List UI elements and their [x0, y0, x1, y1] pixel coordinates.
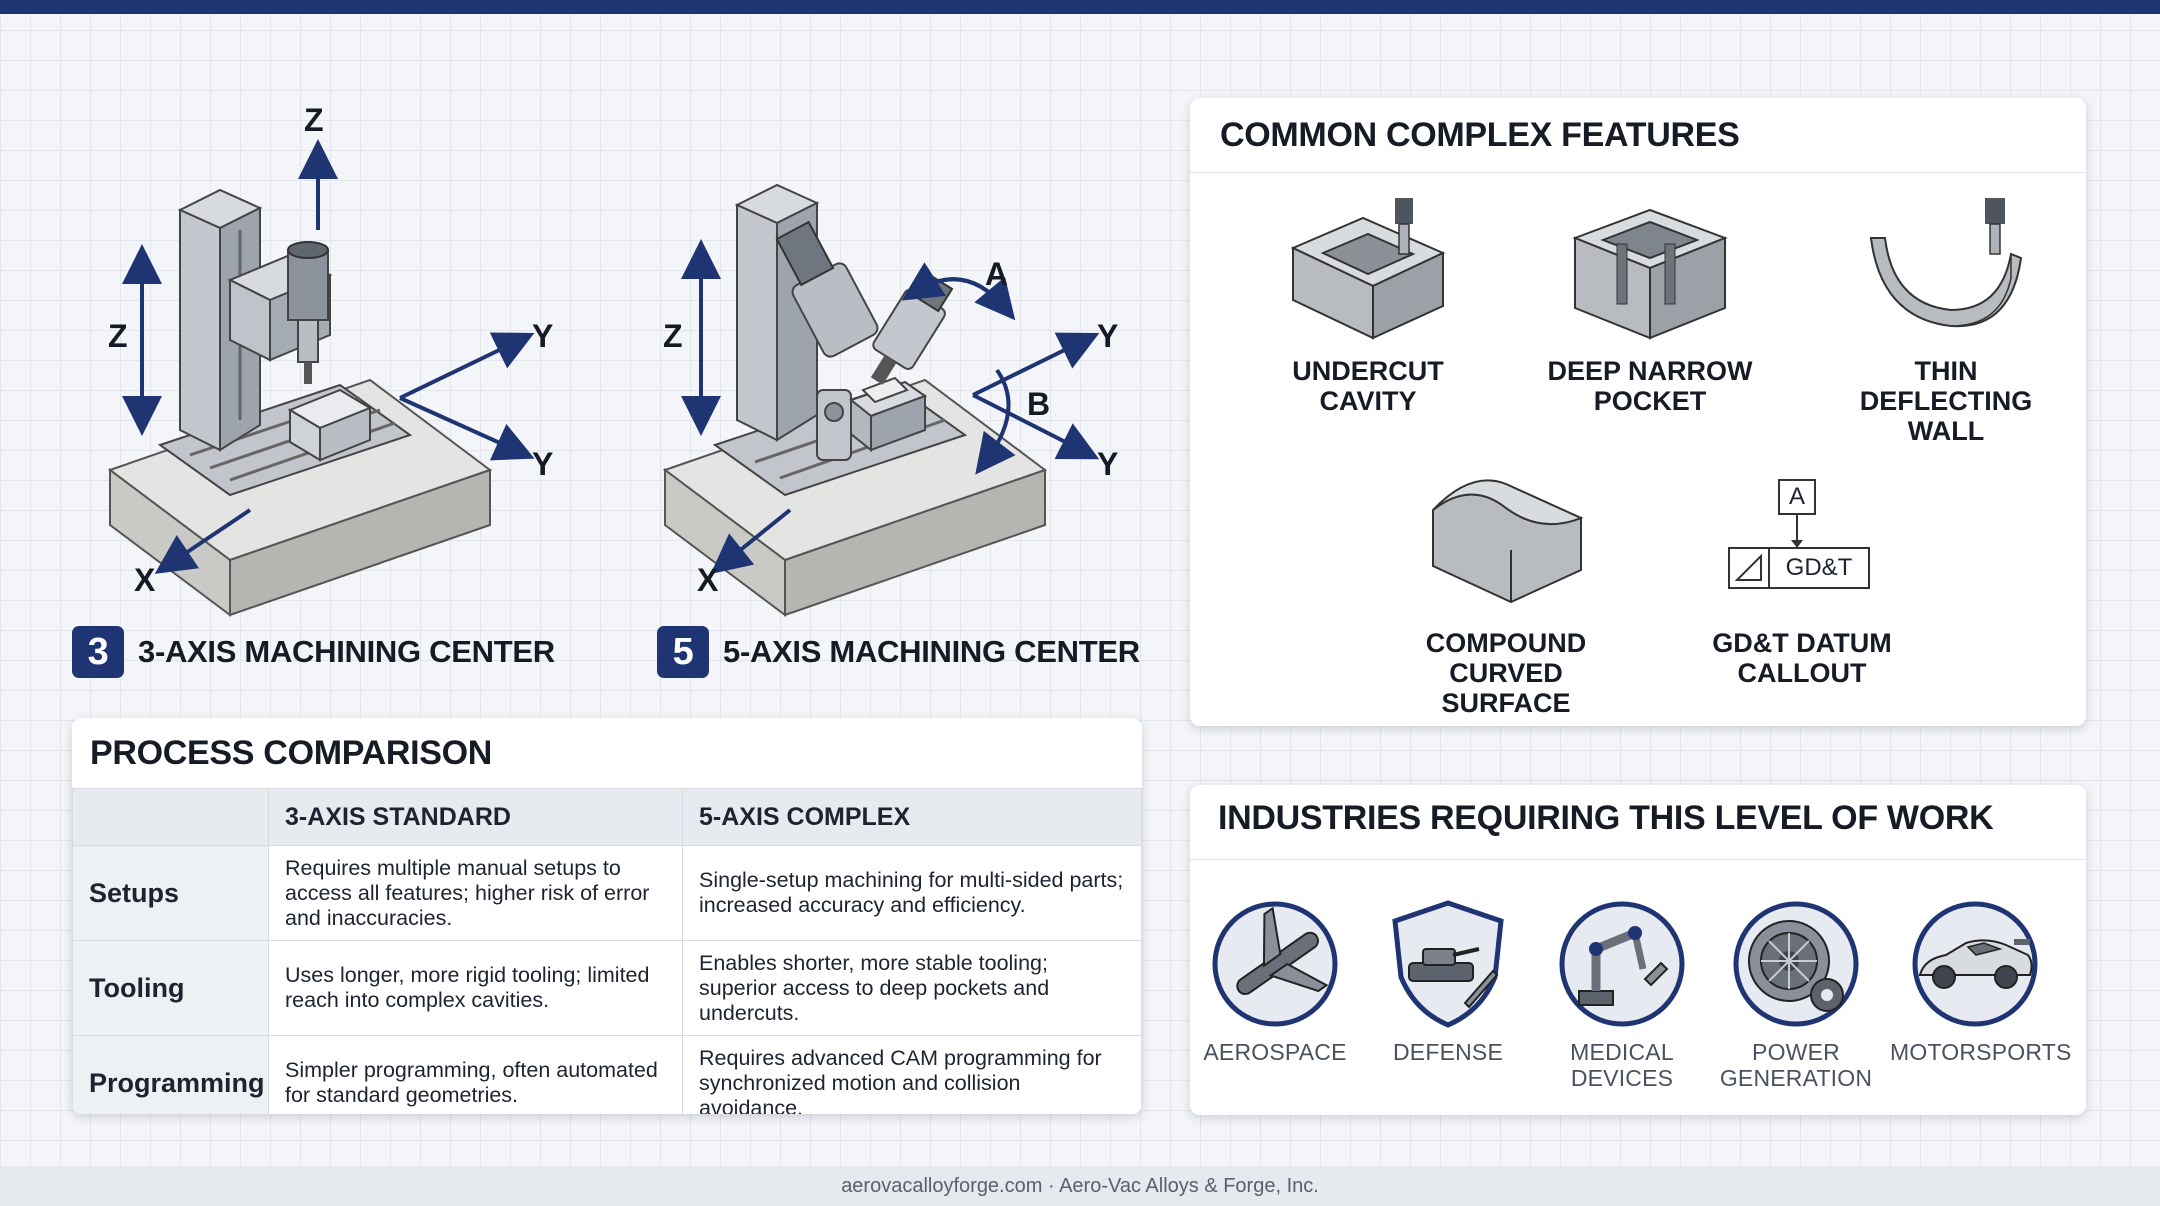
feature-undercut-cavity: UNDERCUT CAVITY — [1248, 198, 1488, 416]
cell-tooling-3-axis: Uses longer, more rigid tooling; limited… — [268, 940, 683, 1036]
feature-label-line2: WALL — [1907, 416, 1985, 446]
cell-setups-3-axis: Requires multiple manual setups to acces… — [268, 845, 683, 941]
industries-title: INDUSTRIES REQUIRING THIS LEVEL OF WORK — [1218, 799, 1994, 837]
five-axis-machine-illustration: Z A B Y Y X — [645, 90, 1165, 630]
top-accent-bar — [0, 0, 2160, 14]
axis-label-x: X — [134, 562, 156, 598]
axis-label-y-upper: Y — [532, 318, 554, 354]
feature-deep-narrow-pocket: DEEP NARROW POCKET — [1530, 198, 1770, 416]
feature-label-line1: GD&T DATUM — [1712, 628, 1892, 658]
axis-label-b: B — [1027, 386, 1051, 422]
row-label-programming: Programming — [72, 1035, 269, 1114]
industry-medical-devices: MEDICAL DEVICES — [1537, 899, 1707, 1091]
feature-label-line2: POCKET — [1593, 386, 1707, 416]
industry-label-line1: MOTORSPORTS — [1890, 1039, 2072, 1065]
industries-card: INDUSTRIES REQUIRING THIS LEVEL OF WORK … — [1190, 785, 2086, 1115]
three-axis-badge: 3 — [72, 626, 124, 678]
process-comparison-title: PROCESS COMPARISON — [90, 734, 493, 772]
motorsports-icon — [1912, 901, 2038, 1027]
industry-motorsports: MOTORSPORTS — [1890, 899, 2072, 1065]
three-axis-title: 3-AXIS MACHINING CENTER — [138, 634, 555, 669]
power-generation-icon — [1733, 901, 1859, 1027]
table-row: Setups Requires multiple manual setups t… — [72, 845, 1142, 941]
cell-setups-5-axis: Single-setup machining for multi-sided p… — [682, 845, 1142, 941]
feature-gdt-datum-callout: A GD&T GD&T DATUM CALLOUT — [1682, 470, 1922, 688]
row-label-tooling: Tooling — [72, 940, 269, 1036]
feature-thin-deflecting-wall: THIN DEFLECTING WALL — [1826, 198, 2066, 446]
axis-label-z-top: Z — [304, 102, 324, 138]
axis-label-y-upper-5: Y — [1097, 318, 1119, 354]
table-row: Programming Simpler programming, often a… — [72, 1035, 1142, 1114]
industry-defense: DEFENSE — [1363, 899, 1533, 1065]
five-axis-title: 5-AXIS MACHINING CENTER — [723, 634, 1140, 669]
industry-label-line1: DEFENSE — [1392, 1039, 1504, 1065]
datum-letter: A — [1788, 483, 1805, 510]
undercut-cavity-icon — [1290, 198, 1446, 340]
thin-wall-icon — [1869, 198, 2023, 328]
industries-divider — [1190, 859, 2086, 860]
axis-label-y-lower: Y — [532, 446, 554, 482]
complex-features-card: COMMON COMPLEX FEATURES UNDERCUT CAVITY … — [1190, 98, 2086, 726]
feature-label-line1: UNDERCUT — [1292, 356, 1444, 386]
features-divider — [1190, 172, 2086, 173]
process-comparison-table: 3-AXIS STANDARD 5-AXIS COMPLEX Setups Re… — [72, 788, 1142, 1114]
industry-label-line2: DEVICES — [1570, 1065, 1674, 1091]
feature-compound-curved-surface: COMPOUND CURVED SURFACE — [1386, 470, 1626, 718]
cell-tooling-5-axis: Enables shorter, more stable tooling; su… — [682, 940, 1142, 1036]
industry-aerospace: AEROSPACE — [1190, 899, 1360, 1065]
feature-label-line1: COMPOUND — [1425, 628, 1587, 658]
industry-label-line2: GENERATION — [1719, 1065, 1873, 1091]
table-row: Tooling Uses longer, more rigid tooling;… — [72, 940, 1142, 1036]
axis-label-a: A — [985, 256, 1009, 292]
feature-label-line1: DEEP NARROW — [1547, 356, 1753, 386]
footer-credit: aerovacalloyforge.com · Aero-Vac Alloys … — [0, 1166, 2160, 1206]
feature-label-line1: THIN DEFLECTING — [1859, 356, 2033, 416]
feature-label-line2: CURVED SURFACE — [1441, 658, 1571, 718]
medical-devices-icon — [1559, 901, 1685, 1027]
feature-label-line2: CALLOUT — [1737, 658, 1867, 688]
cell-programming-5-axis: Requires advanced CAM programming for sy… — [682, 1035, 1142, 1114]
aerospace-icon — [1212, 901, 1338, 1027]
table-corner — [72, 788, 269, 846]
column-header-3-axis: 3-AXIS STANDARD — [268, 788, 683, 846]
cell-programming-3-axis: Simpler programming, often automated for… — [268, 1035, 683, 1114]
axis-label-z-side-5: Z — [663, 318, 683, 354]
axis-label-z-side: Z — [108, 318, 128, 354]
gdt-frame-text: GD&T — [1785, 554, 1853, 581]
gdt-callout-icon: A GD&T — [1717, 470, 1887, 620]
industry-label-line1: MEDICAL — [1570, 1039, 1674, 1065]
curved-surface-icon — [1432, 479, 1584, 604]
axis-label-x-5: X — [697, 562, 719, 598]
deep-pocket-icon — [1572, 208, 1728, 340]
axis-label-y-lower-5: Y — [1097, 446, 1119, 482]
row-label-setups: Setups — [72, 845, 269, 941]
five-axis-caption: 5 5-AXIS MACHINING CENTER — [657, 626, 1140, 678]
defense-icon — [1392, 900, 1504, 1028]
complex-features-title: COMMON COMPLEX FEATURES — [1220, 116, 1740, 154]
three-axis-caption: 3 3-AXIS MACHINING CENTER — [72, 626, 555, 678]
industry-label-line1: AEROSPACE — [1203, 1039, 1347, 1065]
feature-label-line2: CAVITY — [1319, 386, 1417, 416]
column-header-5-axis: 5-AXIS COMPLEX — [682, 788, 1142, 846]
five-axis-badge: 5 — [657, 626, 709, 678]
industry-power-generation: POWER GENERATION — [1711, 899, 1881, 1091]
process-comparison-card: PROCESS COMPARISON 3-AXIS STANDARD 5-AXI… — [72, 718, 1142, 1114]
three-axis-machine-illustration: Z Z Y Y X — [90, 90, 610, 630]
industry-label-line1: POWER — [1752, 1039, 1840, 1065]
